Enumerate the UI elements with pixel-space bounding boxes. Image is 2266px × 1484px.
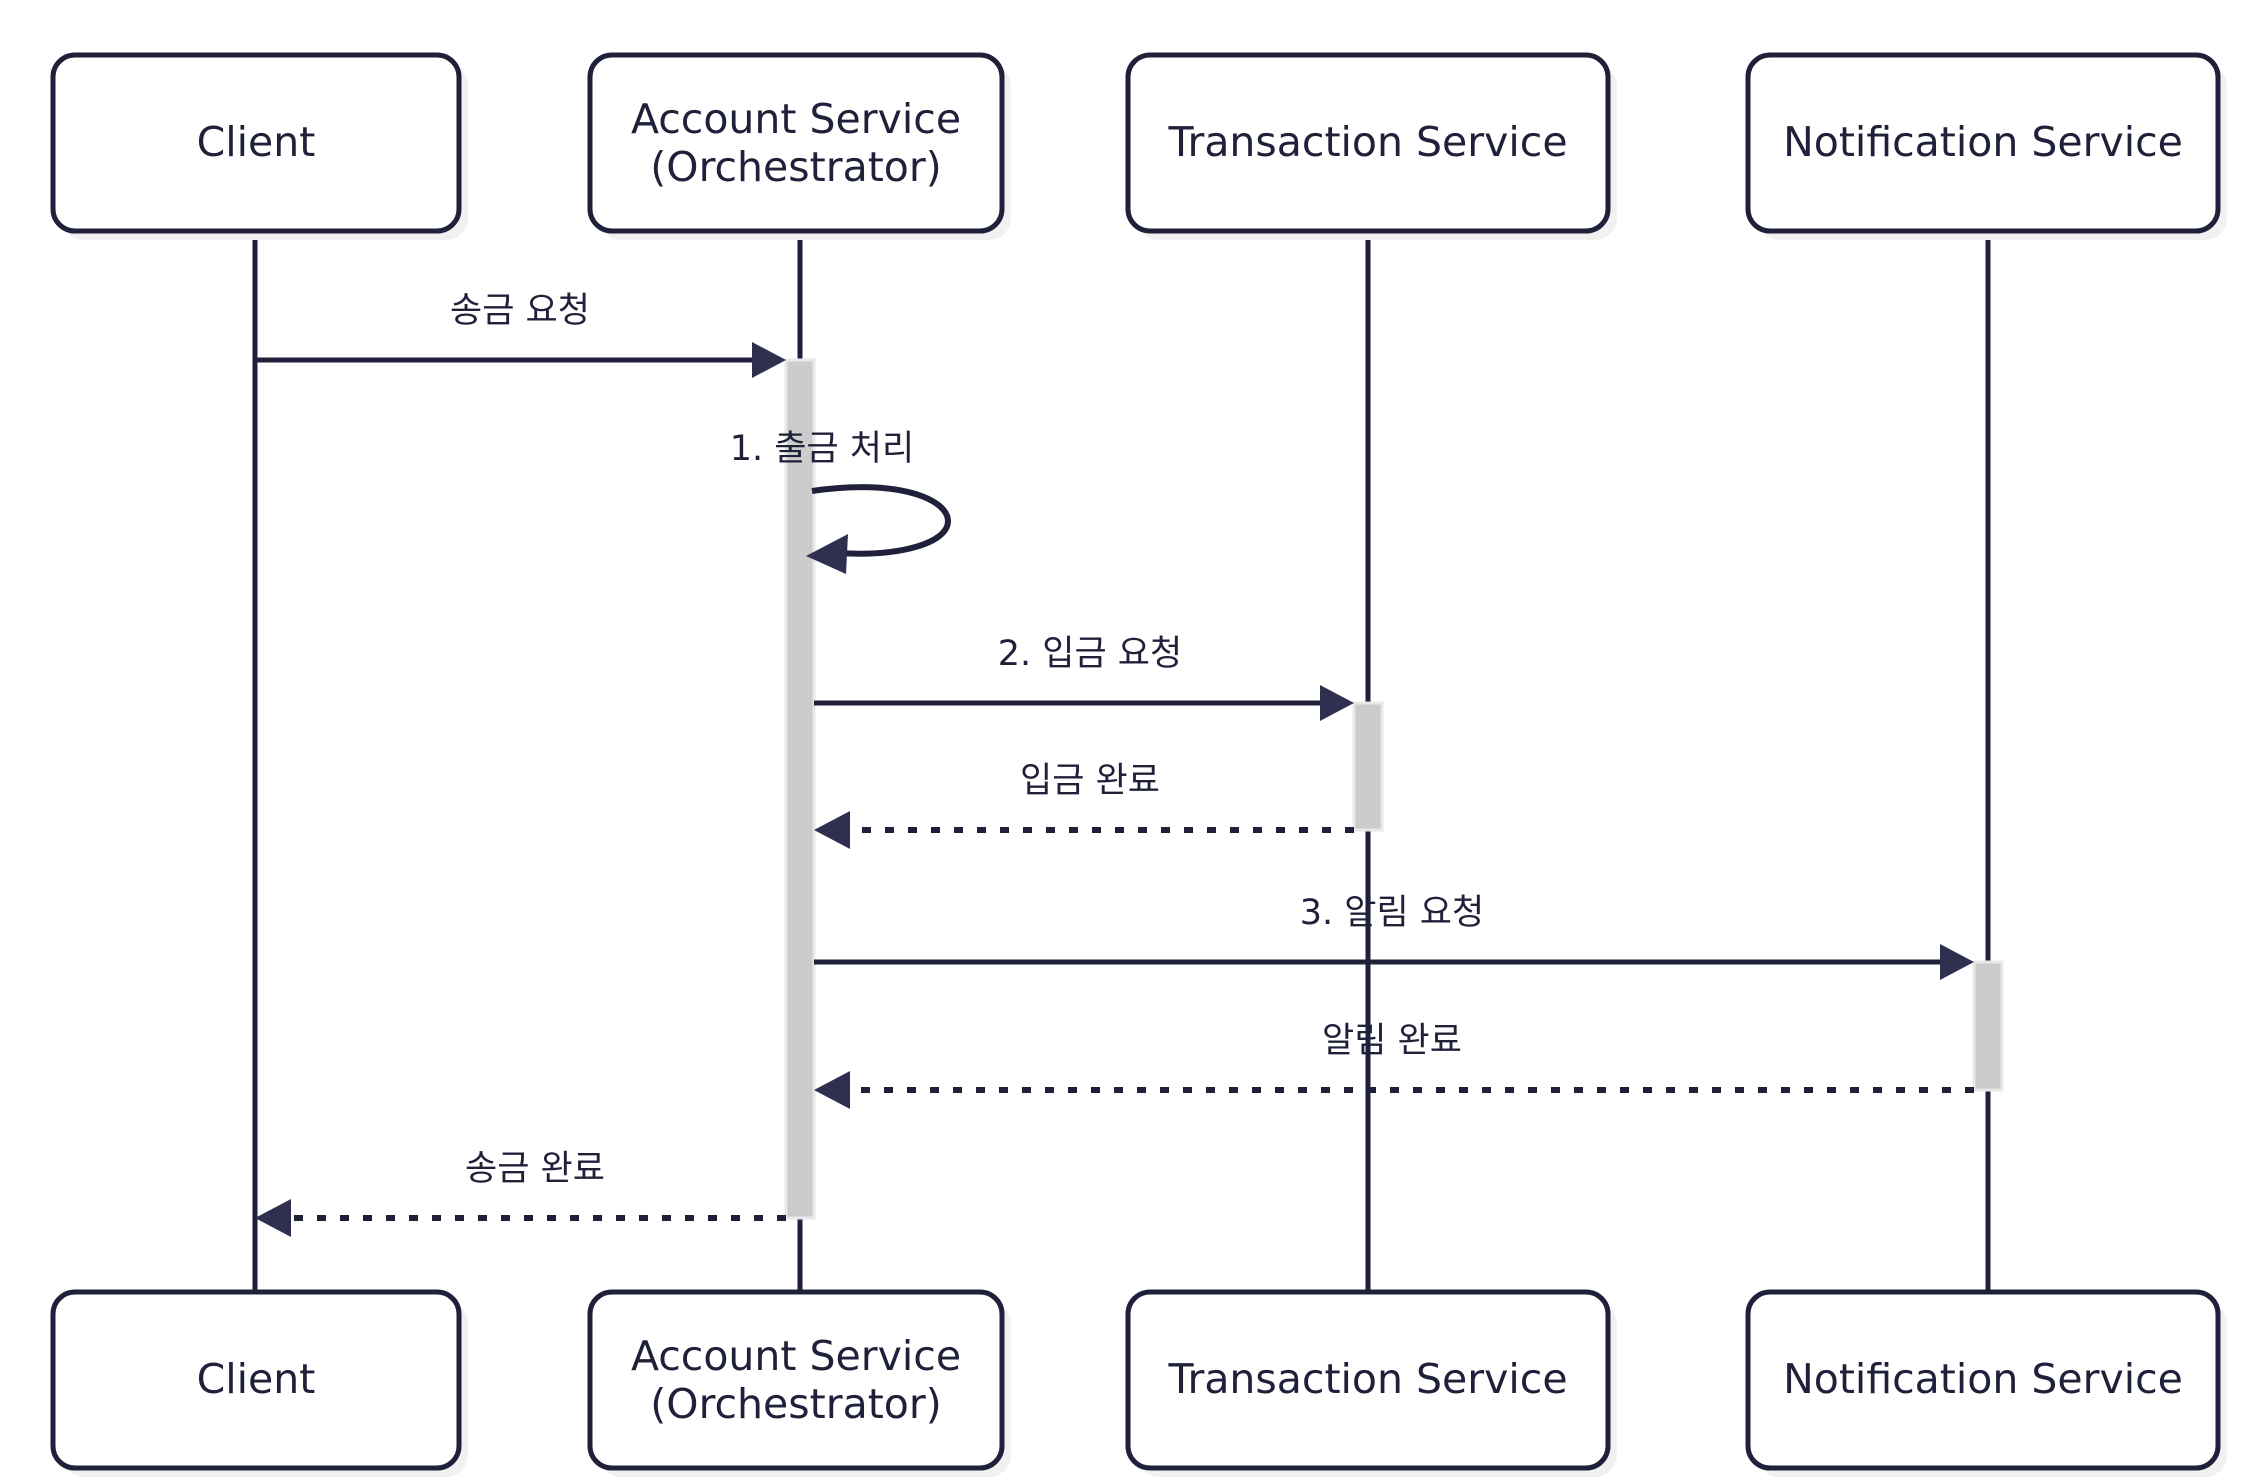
arrowhead-right-5	[1940, 944, 1974, 980]
message-ip-geum-yo-cheong: 2. 입금 요청	[814, 634, 1354, 721]
actor-box-account-service-top[interactable]: Account Service (Orchestrator)	[587, 52, 1011, 240]
actor-label-transaction-service-bottom: Transaction Service	[1167, 1355, 1567, 1403]
selfloop-path-2	[811, 484, 952, 557]
actor-box-account-service-top-rect	[587, 52, 1005, 234]
message-chul-geum-cheo-ri-selfloop: 1. 출금 처리	[730, 429, 952, 574]
actor-label-transaction-service-top: Transaction Service	[1167, 118, 1567, 166]
arrowhead-selfloop-2	[806, 534, 848, 574]
message-al-rim-yo-cheong: 3. 알림 요청	[814, 893, 1974, 980]
activation-bar-account-service	[784, 358, 816, 1220]
activation-bar-notification-service	[1972, 960, 2004, 1092]
message-song-geum-wan-ryo: 송금 완료	[255, 1149, 786, 1237]
message-label-5: 3. 알림 요청	[1300, 893, 1484, 933]
actor-box-notification-service-bottom-rect	[1745, 1289, 2221, 1471]
arrowhead-right-1	[752, 342, 786, 378]
actor-box-transaction-service-top[interactable]: Transaction Service	[1125, 52, 1617, 240]
actor-boxes-top: Client Account Service (Orchestrator) Tr…	[50, 52, 2227, 240]
activation-bars-group	[784, 358, 2004, 1220]
actor-boxes-bottom: Client Account Service (Orchestrator) Tr…	[50, 1289, 2227, 1477]
message-al-rim-wan-ryo: 알림 완료	[814, 1021, 1974, 1109]
actor-box-account-service-bottom[interactable]: Account Service (Orchestrator)	[587, 1289, 1011, 1477]
arrowhead-left-4	[814, 811, 850, 849]
activation-bar-transaction-service	[1352, 701, 1384, 832]
actor-label-notification-service-top: Notification Service	[1783, 118, 2183, 166]
arrowhead-left-7	[255, 1199, 291, 1237]
actor-box-transaction-service-top-rect	[1125, 52, 1611, 234]
actor-box-notification-service-top[interactable]: Notification Service	[1745, 52, 2227, 240]
actor-label-notification-service-bottom: Notification Service	[1783, 1355, 2183, 1403]
actor-box-notification-service-top-rect	[1745, 52, 2221, 234]
actor-label-account-service-top-line1: Account Service	[631, 95, 961, 143]
actor-label-client-bottom: Client	[197, 1355, 316, 1403]
actor-label-account-service-bottom-line2: (Orchestrator)	[650, 1380, 941, 1428]
actor-label-client-top: Client	[197, 118, 316, 166]
actor-label-account-service-top-line2: (Orchestrator)	[650, 143, 941, 191]
message-song-geum-yo-cheong: 송금 요청	[255, 291, 786, 378]
actor-box-notification-service-bottom[interactable]: Notification Service	[1745, 1289, 2227, 1477]
actor-box-transaction-service-bottom-rect	[1125, 1289, 1611, 1471]
message-label-1: 송금 요청	[450, 291, 590, 331]
message-label-6: 알림 완료	[1322, 1021, 1462, 1061]
arrowhead-left-6	[814, 1071, 850, 1109]
actor-box-client-top[interactable]: Client	[50, 52, 468, 240]
actor-box-client-top-rect	[50, 52, 462, 234]
actor-box-account-service-bottom-rect	[587, 1289, 1005, 1471]
actor-label-account-service-bottom-line1: Account Service	[631, 1332, 961, 1380]
actor-box-client-bottom[interactable]: Client	[50, 1289, 468, 1477]
message-label-2: 1. 출금 처리	[730, 429, 914, 469]
message-ip-geum-wan-ryo: 입금 완료	[814, 761, 1354, 849]
actor-box-client-bottom-rect	[50, 1289, 462, 1471]
actor-box-transaction-service-bottom[interactable]: Transaction Service	[1125, 1289, 1617, 1477]
arrowhead-right-3	[1320, 685, 1354, 721]
message-label-3: 2. 입금 요청	[998, 634, 1182, 674]
message-label-7: 송금 완료	[465, 1149, 605, 1189]
message-label-4: 입금 완료	[1020, 761, 1160, 801]
